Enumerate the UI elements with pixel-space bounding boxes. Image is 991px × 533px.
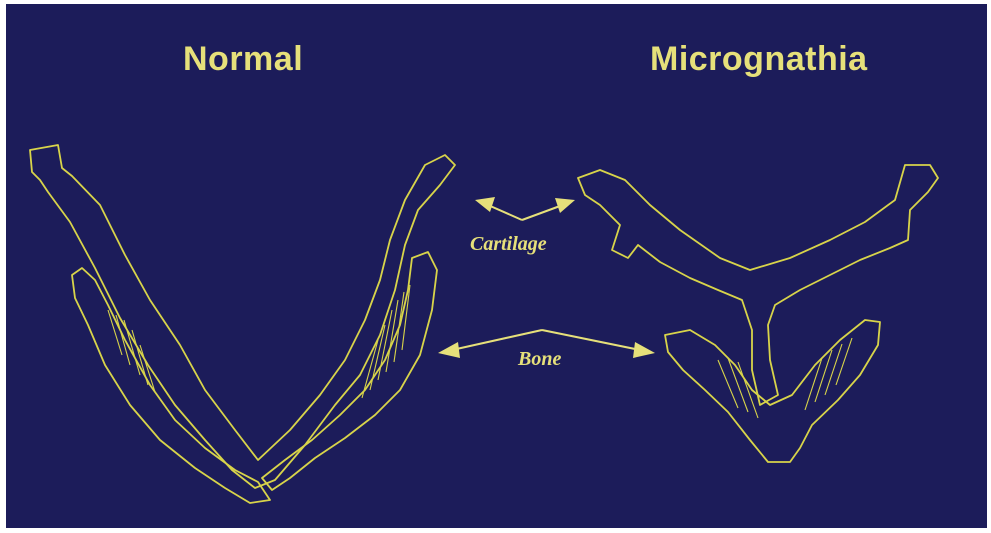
normal-bone-right-outline: [262, 252, 437, 490]
cartilage-arrows: [475, 197, 575, 220]
micro-cartilage-outline: [578, 165, 938, 405]
cartilage-label: Cartilage: [470, 233, 547, 256]
micrognathia-title: Micrognathia: [650, 40, 868, 79]
normal-bone-left-outline: [72, 268, 270, 503]
normal-bone-right-hatching: [362, 285, 410, 398]
micro-bone-outline: [665, 320, 880, 462]
bone-label: Bone: [518, 348, 561, 371]
normal-title: Normal: [183, 40, 303, 79]
